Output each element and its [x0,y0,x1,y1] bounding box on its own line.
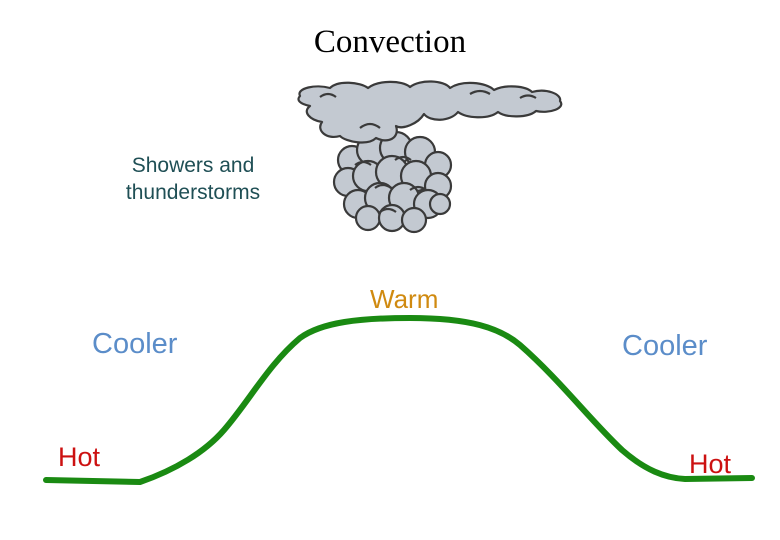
cooler-left-label: Cooler [92,328,178,360]
cloud-tower [332,130,453,234]
terrain-curve [43,315,755,485]
diagram-title: Convection [313,24,467,60]
cooler-right-label: Cooler [622,330,708,362]
hot-left-label: Hot [58,442,101,472]
showers-label: Showers and thunderstorms [125,154,261,204]
cloud-anvil [297,80,563,144]
warm-label: Warm [370,284,439,314]
thunderstorm-cloud-icon [297,80,563,234]
hot-right-label: Hot [689,449,732,479]
